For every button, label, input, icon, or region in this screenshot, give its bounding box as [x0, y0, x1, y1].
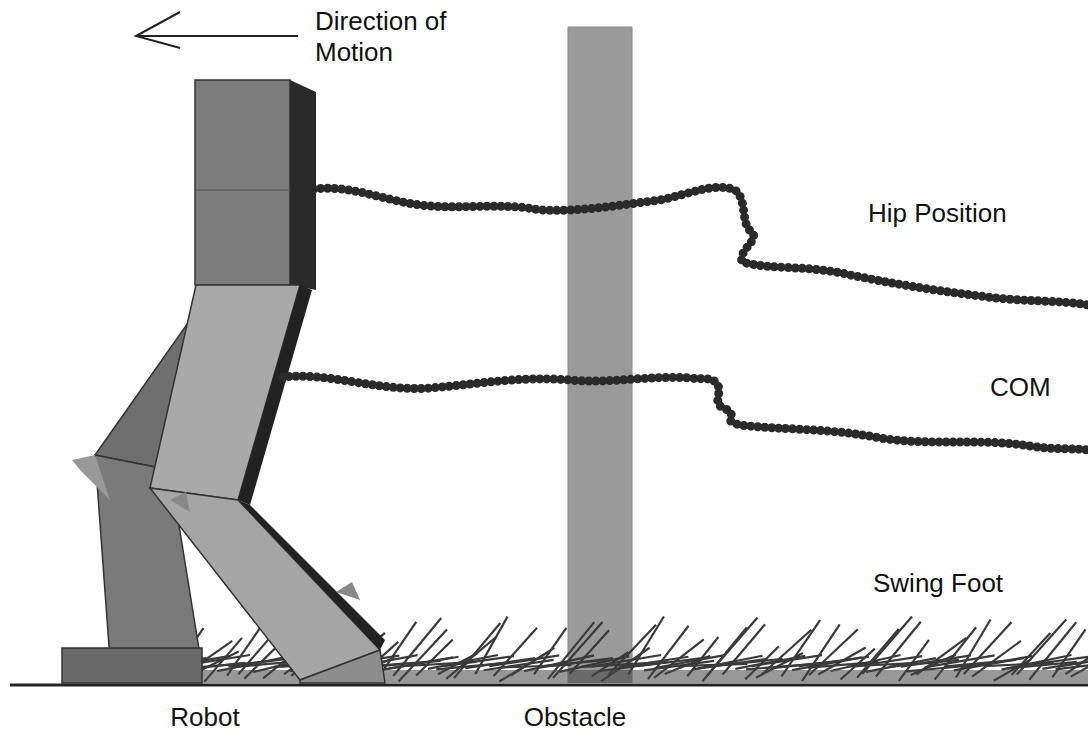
foot-stroke [809, 629, 858, 675]
foot-band [100, 670, 1088, 683]
trace-label: Swing Foot [873, 568, 1003, 599]
com-trajectory [282, 376, 1088, 450]
robot-torso [195, 80, 316, 290]
foot-stroke [553, 622, 602, 678]
ground-line [10, 684, 1088, 687]
obstacle-post [568, 27, 632, 683]
part-label: Obstacle [524, 702, 627, 733]
trace-label: Hip Position [868, 198, 1007, 229]
trace-label: COM [990, 372, 1051, 403]
direction-label: Direction of Motion [315, 6, 490, 68]
swing-foot-trace [100, 616, 1088, 683]
direction-arrow [136, 12, 298, 48]
part-label: Robot [170, 702, 239, 733]
hip-trajectory [300, 187, 1088, 305]
front-leg [150, 285, 385, 683]
foot-stroke [1061, 655, 1088, 666]
